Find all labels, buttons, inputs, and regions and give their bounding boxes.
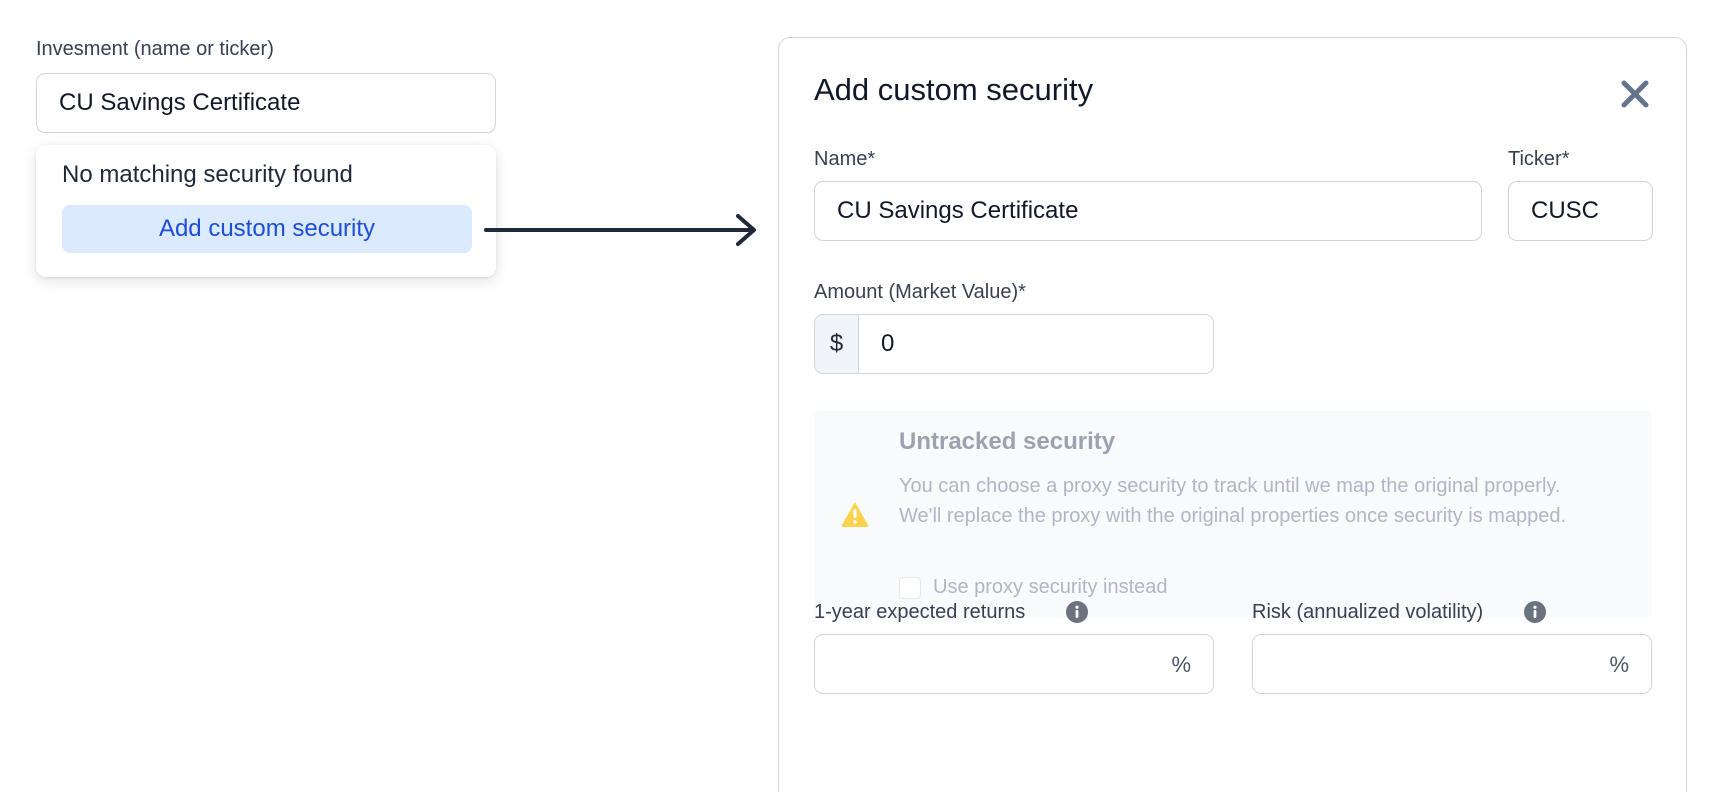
currency-prefix: $ <box>815 315 859 373</box>
amount-input-group: $ <box>814 314 1214 374</box>
info-icon[interactable] <box>1066 601 1088 623</box>
name-field-label: Name* <box>814 148 876 170</box>
untracked-security-notice: Untracked security You can choose a prox… <box>814 411 1652 617</box>
proxy-security-option[interactable]: Use proxy security instead <box>899 576 1168 599</box>
ticker-field[interactable] <box>1508 181 1653 241</box>
investment-search-input[interactable] <box>36 73 496 133</box>
risk-input-group: % <box>1252 634 1652 694</box>
arrow-right-icon <box>484 214 756 246</box>
info-icon[interactable] <box>1524 601 1546 623</box>
risk-field[interactable] <box>1253 635 1651 693</box>
expected-returns-label: 1-year expected returns <box>814 601 1026 623</box>
percent-suffix: % <box>1171 652 1191 677</box>
notice-body: You can choose a proxy security to track… <box>899 475 1567 527</box>
modal-title: Add custom security <box>814 72 1094 107</box>
notice-title: Untracked security <box>899 428 1116 455</box>
proxy-security-label: Use proxy security instead <box>933 576 1168 598</box>
add-custom-security-option[interactable]: Add custom security <box>62 205 472 253</box>
add-custom-security-modal: Add custom security Name* Ticker* Amount… <box>778 37 1687 792</box>
close-icon <box>1621 80 1649 108</box>
expected-returns-field[interactable] <box>815 635 1213 693</box>
expected-returns-input-group: % <box>814 634 1214 694</box>
proxy-security-checkbox[interactable] <box>899 576 921 599</box>
investment-search-label: Invesment (name or ticker) <box>36 38 274 60</box>
close-button[interactable] <box>1615 74 1655 114</box>
warning-icon <box>841 502 869 527</box>
search-results-dropdown: No matching security found Add custom se… <box>36 145 496 277</box>
no-results-message: No matching security found <box>62 161 353 188</box>
amount-field-label: Amount (Market Value)* <box>814 281 1026 303</box>
ticker-field-label: Ticker* <box>1508 148 1570 170</box>
amount-field[interactable] <box>859 315 1213 373</box>
risk-label: Risk (annualized volatility) <box>1252 601 1484 623</box>
name-field[interactable] <box>814 181 1482 241</box>
percent-suffix: % <box>1609 652 1629 677</box>
